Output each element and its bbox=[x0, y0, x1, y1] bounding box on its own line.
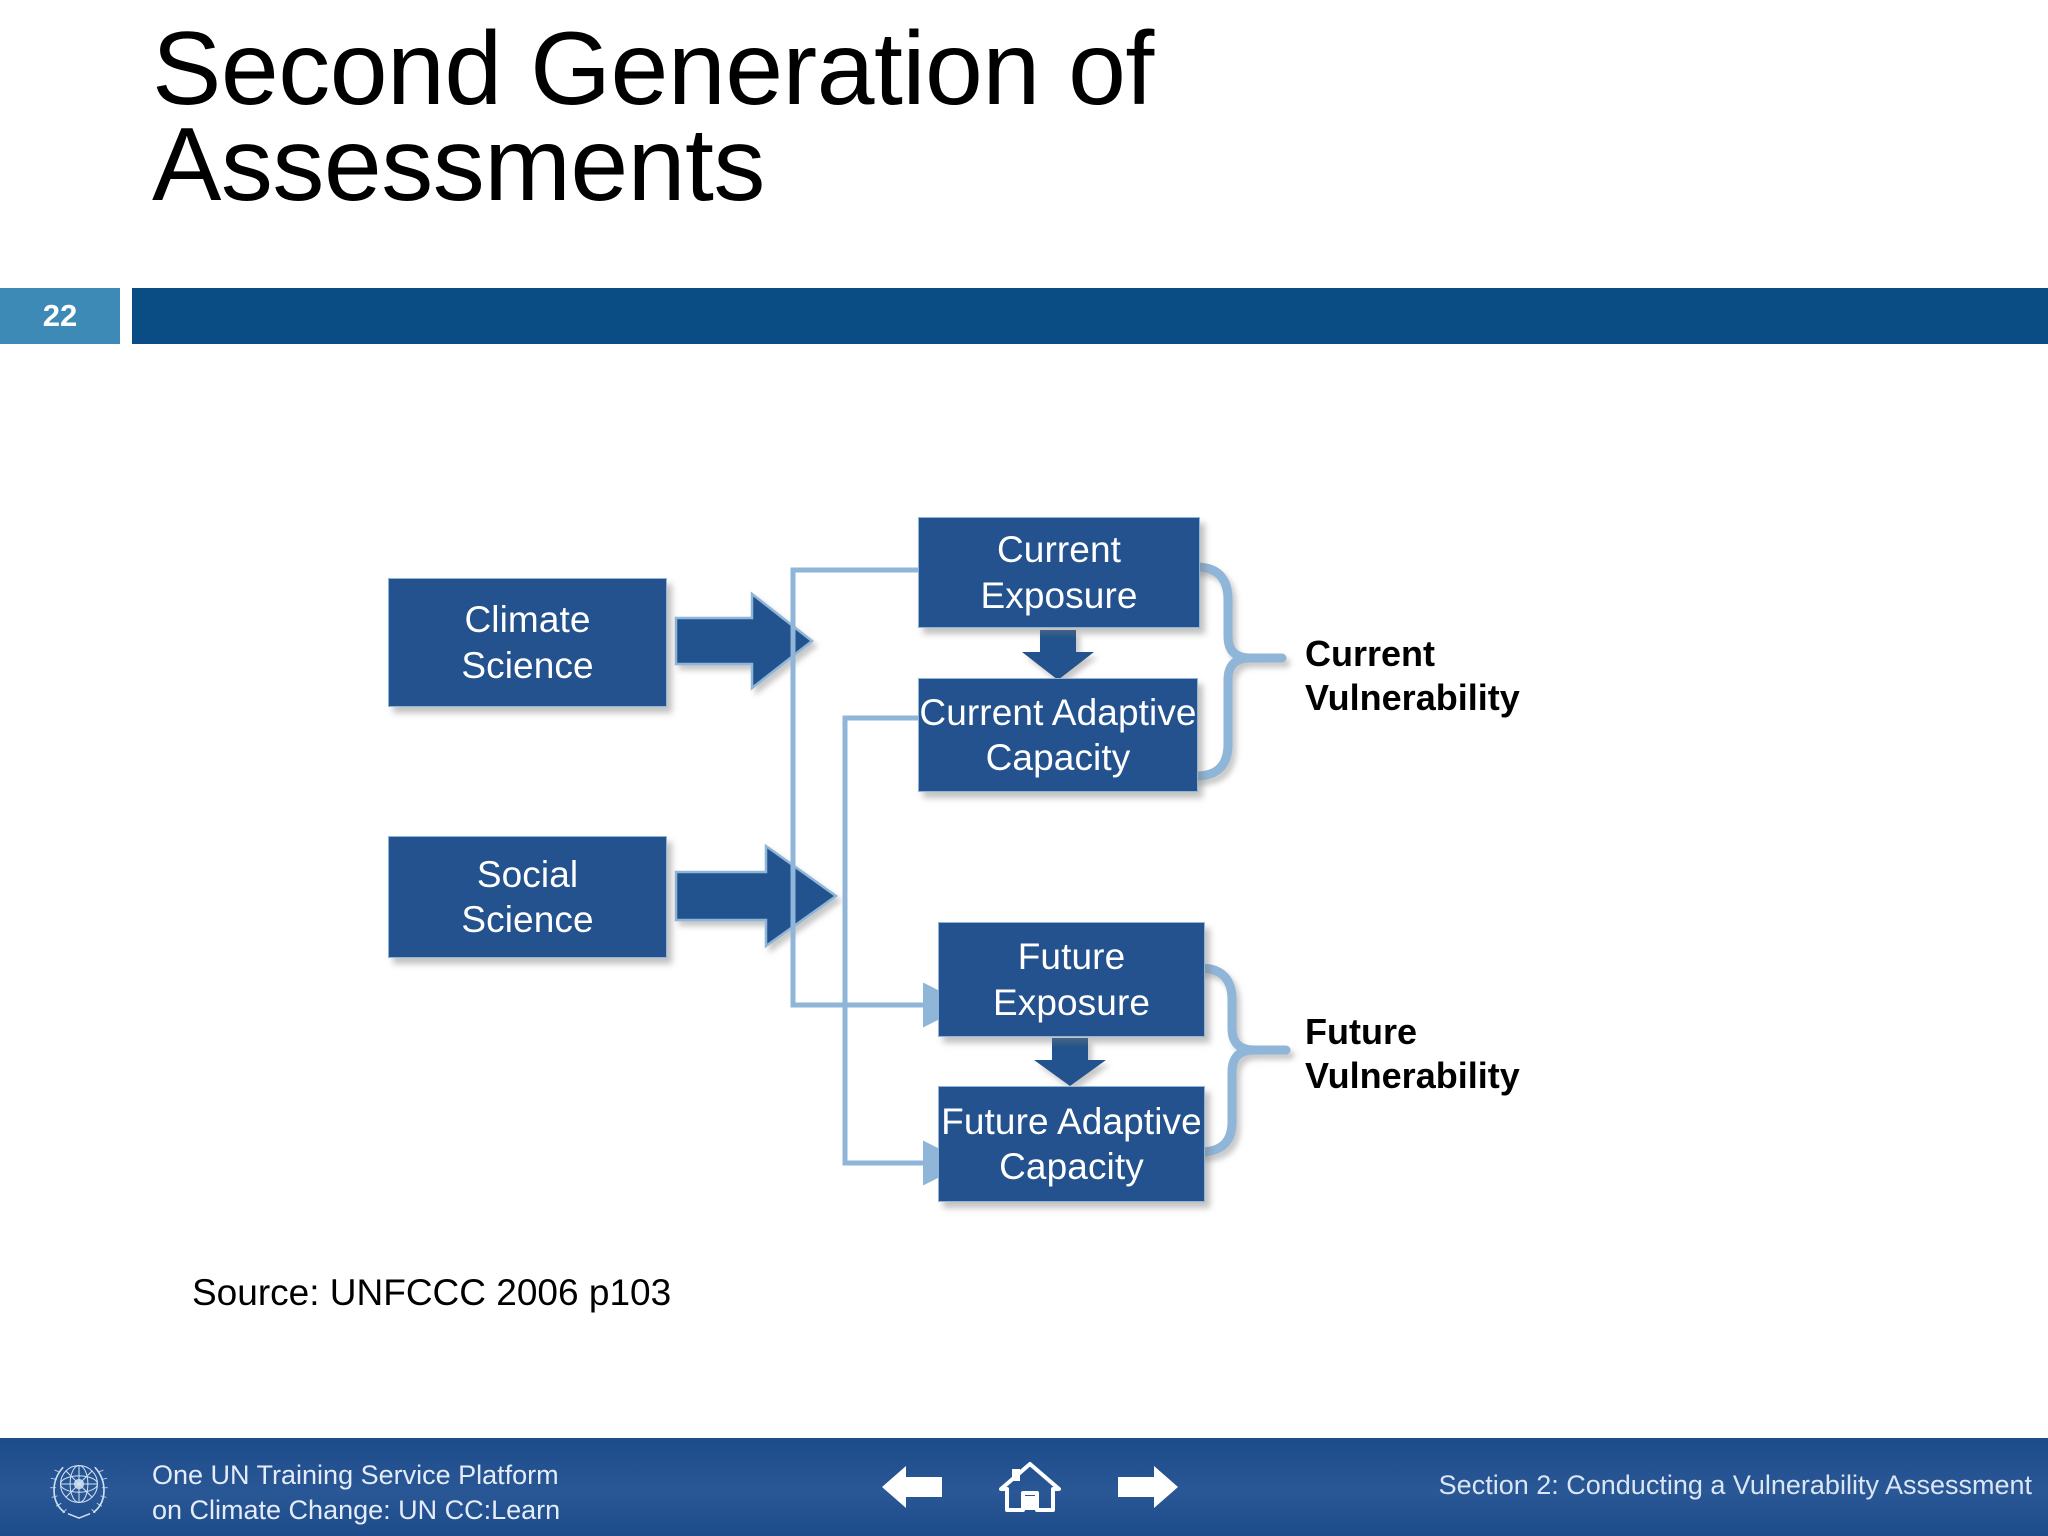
page-title: Second Generation of Assessments bbox=[152, 11, 1154, 223]
page-number-badge: 22 bbox=[0, 288, 120, 344]
box-line-2: Capacity bbox=[999, 1146, 1144, 1187]
arrow-climate-science bbox=[674, 591, 815, 691]
box-line-2: Science bbox=[461, 644, 594, 686]
connector-climate-branch bbox=[790, 567, 968, 1028]
header-accent-bar bbox=[132, 288, 2048, 344]
diagram-box-current-exposure: Current Exposure bbox=[918, 517, 1200, 628]
forward-arrow-icon[interactable] bbox=[1114, 1458, 1180, 1516]
box-line-1: Social bbox=[476, 853, 579, 895]
brace-future-vulnerability bbox=[1195, 963, 1291, 1157]
footer-navigation bbox=[880, 1456, 1180, 1518]
home-icon[interactable] bbox=[997, 1458, 1063, 1516]
brace-current-vulnerability bbox=[1191, 562, 1287, 781]
box-line-2: Exposure bbox=[992, 981, 1151, 1023]
box-line-2: Science bbox=[461, 899, 594, 940]
box-line-1: Climate bbox=[464, 599, 591, 641]
box-line-2: Capacity bbox=[985, 737, 1131, 778]
source-note: Source: UNFCCC 2006 p103 bbox=[192, 1272, 672, 1313]
arrow-social-science bbox=[674, 843, 839, 949]
diagram-box-future-exposure: Future Exposure bbox=[938, 922, 1205, 1037]
footer-brand-text: One UN Training Service Platform on Clim… bbox=[152, 1460, 561, 1525]
diagram-box-climate-science: Climate Science bbox=[388, 578, 667, 707]
footer-bar: One UN Training Service Platform on Clim… bbox=[0, 1438, 2048, 1536]
footer-section-text: Section 2: Conducting a Vulnerability As… bbox=[1438, 1470, 2032, 1500]
box-line-1: Current bbox=[996, 529, 1122, 571]
arrow-current-exposure-down bbox=[1022, 630, 1094, 680]
diagram-box-future-adaptive-capacity: Future Adaptive Capacity bbox=[938, 1086, 1205, 1202]
diagram-box-current-adaptive-capacity: Current Adaptive Capacity bbox=[918, 678, 1198, 792]
label-future-vulnerability: Future Vulnerability bbox=[1305, 1011, 1520, 1096]
box-line-1: Current Adaptive bbox=[919, 691, 1197, 733]
label-current-vulnerability: Current Vulnerability bbox=[1305, 633, 1520, 718]
diagram-box-social-science: Social Science bbox=[388, 836, 667, 958]
back-arrow-icon[interactable] bbox=[880, 1458, 946, 1516]
box-line-1: Future bbox=[1017, 936, 1126, 978]
connector-social-branch bbox=[842, 715, 968, 1186]
box-line-1: Future Adaptive bbox=[941, 1100, 1202, 1142]
un-emblem-icon bbox=[50, 1465, 108, 1519]
arrow-future-exposure-down bbox=[1034, 1038, 1106, 1086]
box-line-2: Exposure bbox=[980, 574, 1138, 616]
